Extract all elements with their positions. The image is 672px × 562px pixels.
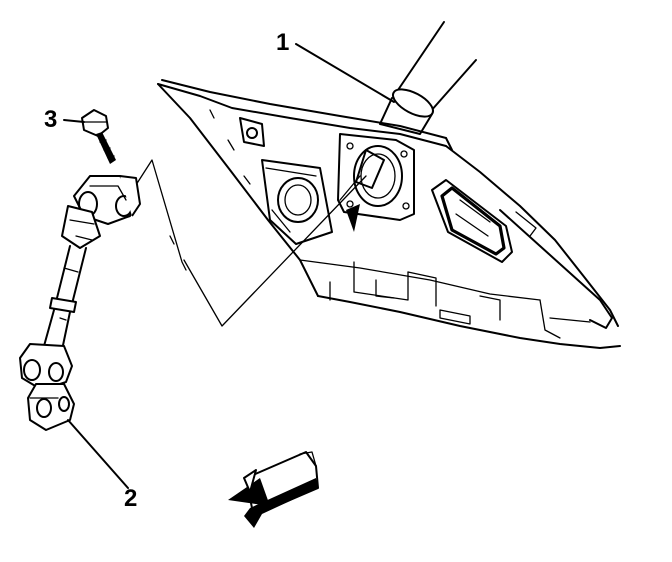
forward-direction-arrow-icon: [228, 451, 319, 528]
pinch-bolt: [81, 109, 116, 164]
alignment-lines: [133, 159, 367, 327]
intermediate-steering-shaft: [19, 175, 141, 431]
callout-3: 3: [44, 106, 85, 133]
callout-1: 1: [276, 29, 395, 103]
steering-column-shaft: [339, 21, 477, 232]
callout-2: 2: [67, 419, 137, 512]
callout-3-label: 3: [44, 106, 57, 133]
callout-2-label: 2: [124, 485, 137, 512]
dash-panel-assembly: [157, 79, 621, 349]
callout-1-label: 1: [276, 29, 289, 56]
